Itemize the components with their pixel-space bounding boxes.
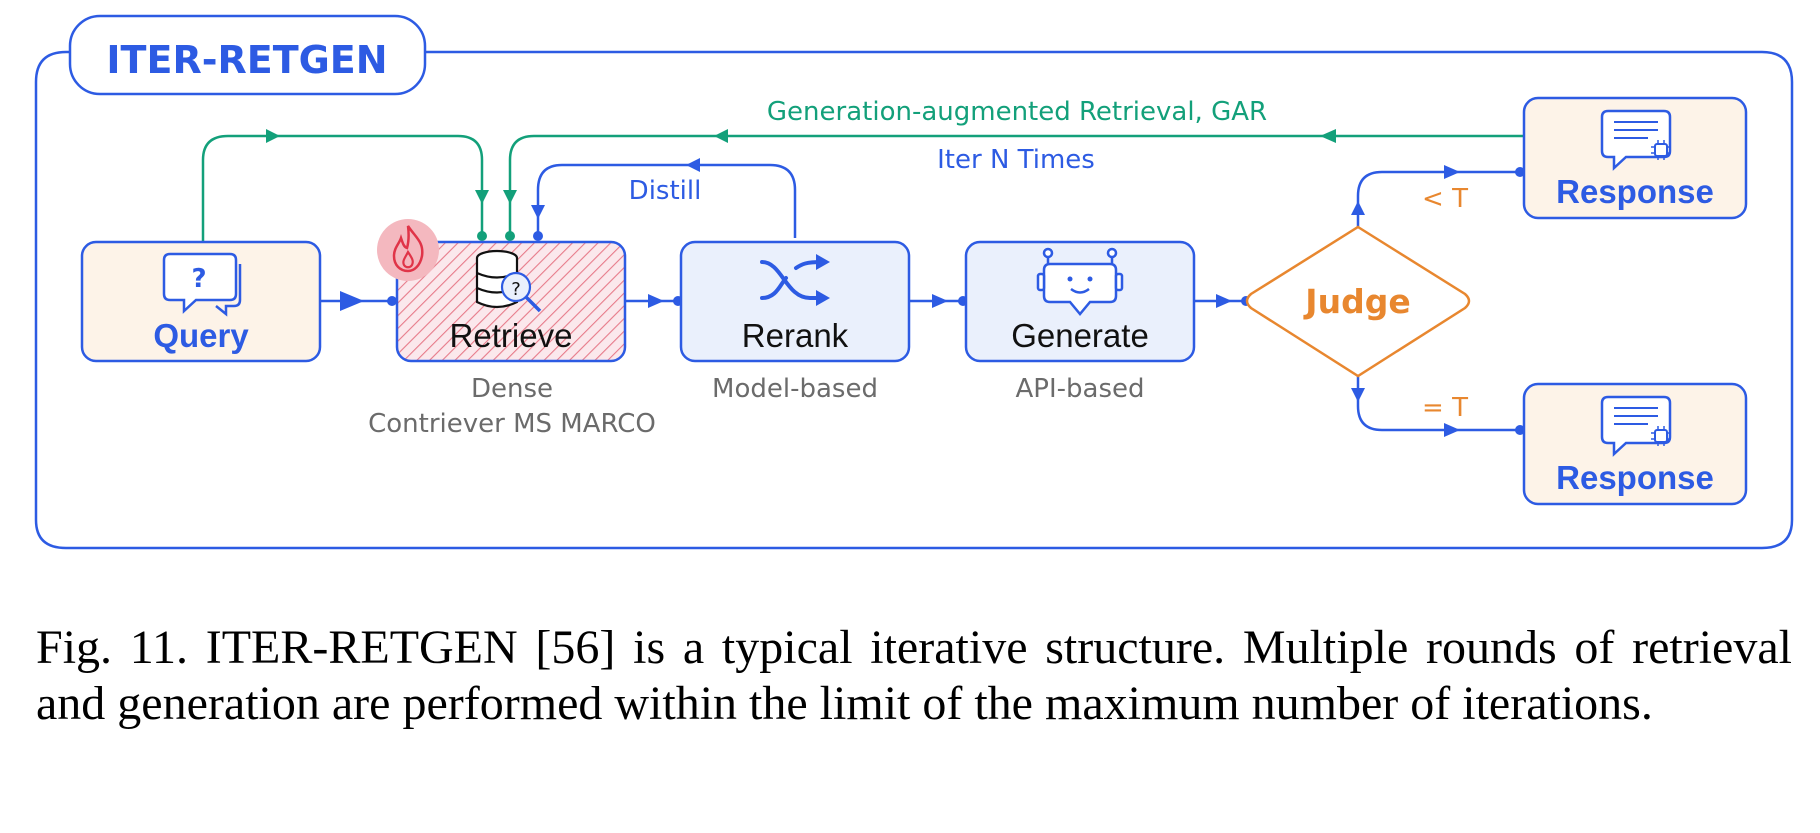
fire-icon (377, 219, 439, 281)
database-search-icon: ? (475, 249, 542, 313)
generate-node: Generate (964, 240, 1196, 363)
response-bottom-node: Response (1522, 382, 1748, 506)
less-than-label: < T (1422, 184, 1468, 214)
svg-text:?: ? (191, 264, 206, 294)
retrieve-label: Retrieve (450, 317, 573, 354)
outer-frame (34, 50, 1794, 550)
query-label: Query (153, 317, 249, 354)
rerank-label: Rerank (742, 317, 849, 354)
edge-judge-response-bottom (1351, 376, 1525, 437)
robot-icon (1036, 247, 1124, 316)
rerank-sublabel: Model-based (712, 374, 878, 404)
judge-node: Judge (1245, 225, 1471, 378)
query-node: ? Query (80, 240, 322, 363)
response-top-label: Response (1556, 173, 1714, 210)
edge-query-loop (201, 129, 489, 242)
title-pill (68, 14, 427, 96)
retrieve-sublabel-model: Contriever MS MARCO (368, 409, 656, 439)
judge-label: Judge (1303, 282, 1410, 321)
retrieve-node: ? Retrieve (395, 240, 627, 363)
generate-label: Generate (1011, 317, 1149, 354)
generate-sublabel: API-based (1016, 374, 1145, 404)
gar-label: Generation-augmented Retrieval, GAR (767, 97, 1267, 127)
edge-retrieve-rerank (625, 294, 683, 308)
response-bottom-label: Response (1556, 459, 1714, 496)
diagram-title: ITER-RETGEN (106, 38, 387, 82)
distill-label: Distill (629, 176, 702, 206)
ai-message-icon (1600, 109, 1672, 171)
edge-generate-judge (1194, 294, 1251, 308)
edge-judge-response-top (1351, 165, 1525, 227)
equal-label: = T (1422, 393, 1468, 423)
edge-gar (503, 129, 1524, 241)
retrieve-sublabel-dense: Dense (471, 374, 553, 404)
ai-message-icon (1600, 395, 1672, 457)
edge-rerank-generate (909, 294, 968, 308)
iter-retgen-diagram: ITER-RETGEN (34, 14, 1794, 550)
rerank-node: Rerank (679, 240, 911, 363)
edge-query-retrieve (320, 291, 397, 311)
iter-label: Iter N Times (937, 145, 1095, 175)
figure-caption: Fig. 11. ITER-RETGEN [56] is a typical i… (36, 621, 1792, 730)
edge-distill (531, 158, 797, 241)
svg-text:?: ? (511, 279, 521, 300)
shuffle-icon (760, 254, 830, 306)
response-top-node: Response (1522, 96, 1748, 220)
question-chat-icon: ? (162, 252, 242, 317)
